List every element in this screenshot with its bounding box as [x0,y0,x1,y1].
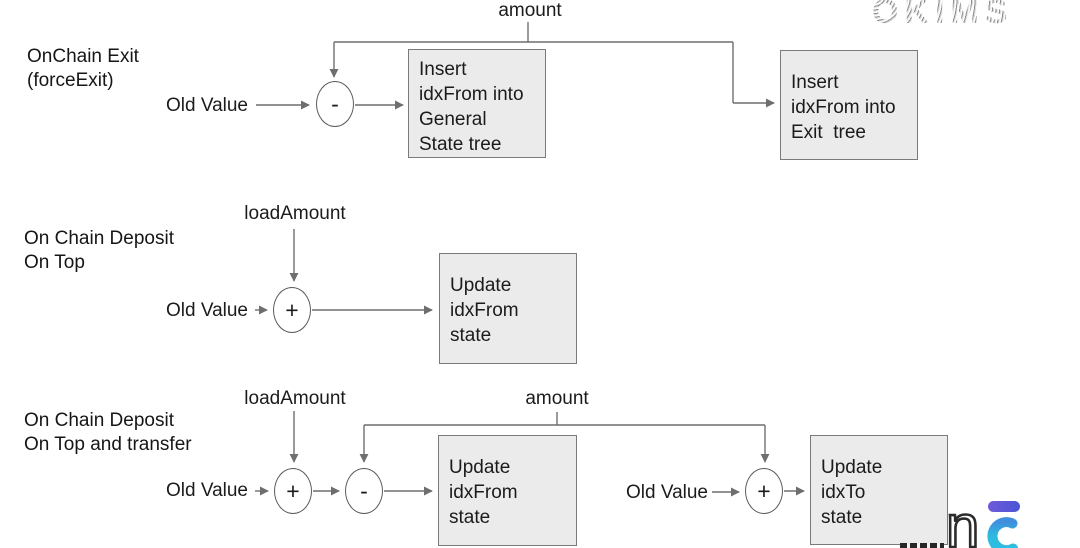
row1-old-value-label: Old Value [165,95,248,116]
row1-amount-label: amount [498,0,562,21]
box-line: idxFrom into [419,84,524,105]
row3-update-idxto-box: Update idxTo state [810,435,948,545]
box-line: Update [449,457,511,478]
row3-plus-operator-right: + [745,468,783,514]
box-line: Update [821,457,883,478]
row2-plus-symbol: + [285,296,299,323]
box-line: Insert [419,59,467,80]
box-line: General [419,109,487,130]
logo-letter-n: n [945,493,981,548]
row2-update-idxfrom-box: Update idxFrom state [439,253,577,364]
okims-watermark: OKIMS [872,0,1013,32]
row2-title-line2: On Top [24,252,85,273]
row3-loadamount-label: loadAmount [244,388,346,409]
box-line: Exit tree [791,122,866,143]
row3-title: On Chain Deposit On Top and transfer [24,409,192,457]
box-line: Update [450,275,512,296]
box-line: state [821,507,863,528]
box-line: idxTo [821,482,866,503]
row1-general-state-tree-box: Insert idxFrom into General State tree [408,49,546,158]
row3-plus-operator-left: + [274,468,312,514]
row3-minus-operator: - [345,468,383,514]
box-line: State tree [419,134,502,155]
row1-exit-tree-box: Insert idxFrom into Exit tree [780,50,918,160]
row1-title-line2: (forceExit) [27,70,114,91]
row3-amount-label: amount [525,388,589,409]
row1-title-line1: OnChain Exit [27,46,139,67]
row3-plus-symbol-left: + [286,477,300,504]
box-line: state [449,507,491,528]
box-line: idxFrom [449,482,518,503]
box-line: idxFrom into [791,97,896,118]
row2-title: On Chain Deposit On Top [24,227,174,275]
row3-update-idxfrom-box: Update idxFrom state [438,435,577,546]
row3-plus-symbol-right: + [757,477,771,504]
row1-minus-operator: - [316,81,354,127]
row1-title: OnChain Exit (forceExit) [27,45,139,93]
box-line: Insert [791,72,839,93]
row3-title-line2: On Top and transfer [24,434,192,455]
box-line: idxFrom [450,300,519,321]
row3-old-value-right-label: Old Value [625,482,708,503]
row2-loadamount-label: loadAmount [244,203,346,224]
row3-minus-symbol: - [360,477,368,504]
row3-old-value-left-label: Old Value [165,480,248,501]
cutoff-text-fragment [900,543,944,548]
box-line: state [450,325,492,346]
row2-plus-operator: + [273,287,311,333]
row2-title-line1: On Chain Deposit [24,228,174,249]
row2-old-value-label: Old Value [165,300,248,321]
logo-3-icon [987,501,1020,548]
row3-title-line1: On Chain Deposit [24,410,174,431]
row1-minus-symbol: - [331,90,339,117]
